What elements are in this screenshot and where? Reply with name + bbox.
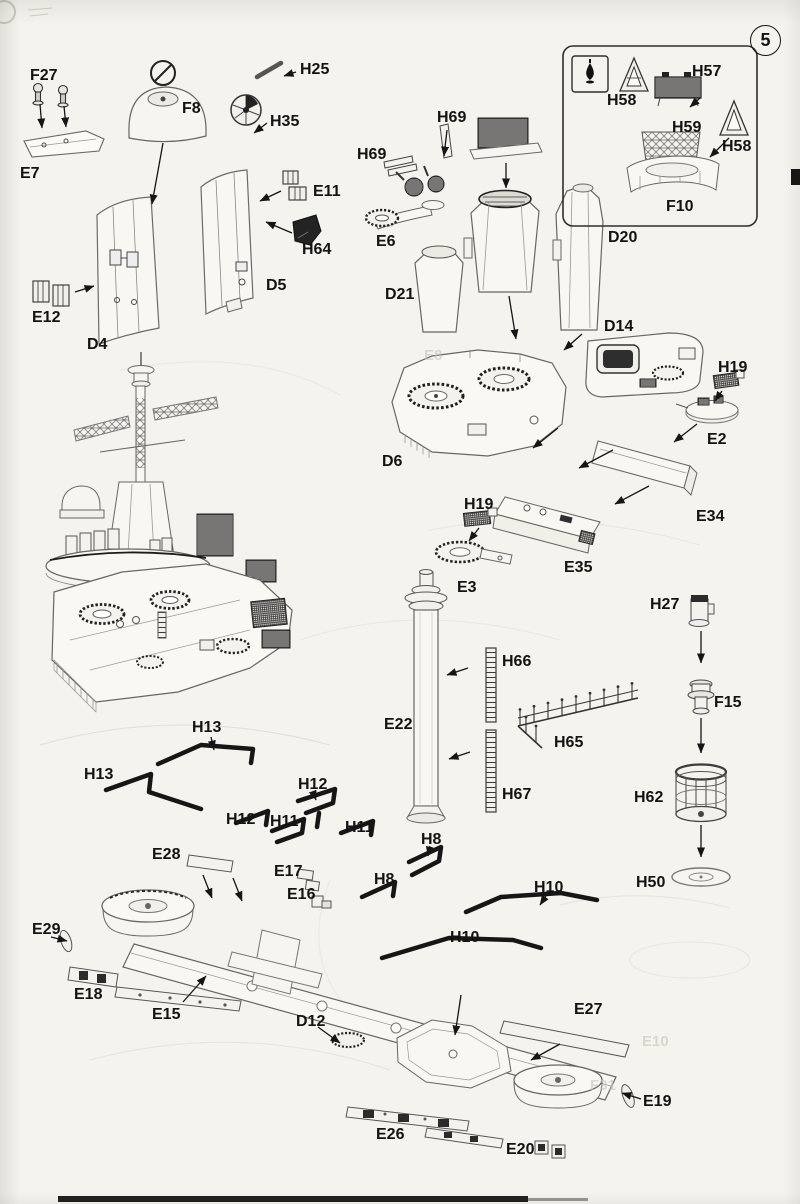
part-h11-2-drawing (338, 818, 376, 838)
part-h50-drawing (671, 867, 731, 887)
part-d5-drawing (200, 169, 254, 315)
scan-artifacts (58, 169, 800, 1202)
step-number-badge: 5 (750, 25, 781, 56)
part-h57-drawing (654, 72, 702, 107)
part-f8-drawing (128, 86, 207, 143)
part-d4-drawing (96, 196, 160, 345)
part-e16-drawing (311, 895, 332, 909)
part-h8-1-drawing (406, 844, 444, 878)
part-e15-drawing (114, 986, 242, 1012)
part-e26-drawing (345, 1106, 504, 1149)
part-h13-2-drawing (103, 771, 204, 812)
inset-box (562, 45, 758, 227)
part-e11-drawing (282, 170, 307, 201)
part-e19-drawing (621, 1084, 635, 1108)
part-h58-frame-2-drawing (719, 99, 749, 136)
part-h12-2-drawing (233, 808, 271, 828)
part-h64-drawing (292, 214, 322, 246)
part-e35-drawing (492, 496, 601, 554)
part-f27-drawing (32, 82, 69, 108)
railing-parts-drawing (103, 742, 600, 961)
part-e34-drawing (591, 440, 698, 496)
part-h8-2-drawing (359, 879, 398, 900)
part-h10-1-drawing (463, 890, 600, 915)
part-h13-1-drawing (155, 742, 256, 767)
deck-turntable-left (101, 889, 195, 937)
part-e20-drawing (534, 1140, 566, 1159)
assembly-arrows (37, 69, 730, 1100)
part-h12-1-drawing (295, 786, 338, 816)
part-d14-drawing (585, 332, 704, 398)
part-e7-drawing (23, 130, 105, 158)
part-e18-drawing (67, 966, 119, 988)
part-h25-drawing (254, 60, 284, 80)
do-not-cement-symbol (150, 60, 176, 86)
part-h19-1-drawing (712, 369, 745, 390)
bridge-tower-drawing (45, 352, 293, 713)
part-h66-drawing (485, 647, 497, 723)
part-e2-drawing (675, 395, 739, 424)
part-h67-drawing (485, 729, 497, 813)
part-e3-drawing (434, 540, 513, 565)
glue-bottle-icon (586, 59, 594, 84)
bottom-deck-drawing (59, 854, 635, 1159)
part-e28-drawing (186, 854, 234, 873)
part-h27-drawing (688, 595, 715, 627)
part-d12-drawing (122, 929, 617, 1109)
part-h10-2-drawing (379, 935, 544, 961)
funnel-cluster-drawing (364, 117, 604, 333)
part-f10-drawing (626, 155, 720, 193)
part-e22-drawing (404, 569, 448, 824)
part-h62-drawing (674, 763, 728, 823)
part-d6-drawing (391, 349, 567, 460)
part-h65-drawing (517, 682, 639, 749)
part-h11-1-drawing (269, 816, 307, 845)
part-h35-drawing (230, 94, 262, 126)
part-f15-drawing (687, 679, 715, 715)
part-e27-drawing (499, 1020, 630, 1058)
part-e17-drawing (296, 868, 321, 892)
part-h19-2-drawing (462, 507, 498, 527)
part-h58-frame-1-drawing (619, 56, 649, 92)
glue-symbol-box (571, 55, 609, 93)
part-e12-drawing (32, 280, 70, 307)
